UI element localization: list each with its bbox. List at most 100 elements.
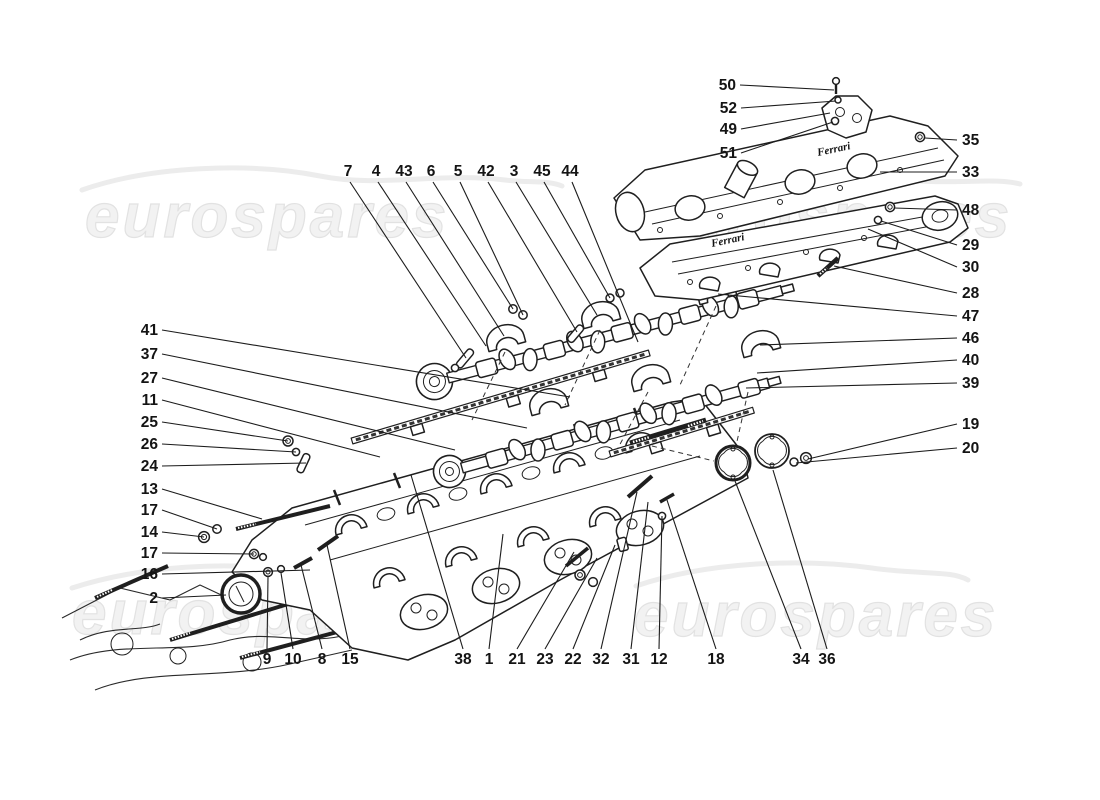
car-swoosh-icon [633, 560, 971, 589]
part-number-label: 48 [962, 202, 980, 219]
leader-line [459, 181, 524, 316]
leader-line [326, 544, 351, 650]
leader-line [740, 112, 831, 130]
part-number-label: 38 [454, 651, 472, 668]
callout-45: 45 [533, 163, 611, 299]
part-number-label: 47 [962, 308, 979, 325]
callout-51: 51 [720, 121, 834, 162]
part-number-label: 34 [792, 651, 810, 668]
oil-spray-pipe-lower [608, 406, 755, 458]
leader-line [572, 544, 616, 650]
leader-line [161, 594, 227, 599]
part-number-label: 12 [650, 651, 667, 668]
leader-line [515, 181, 598, 316]
callout-10: 10 [280, 572, 302, 668]
callout-35: 35 [924, 132, 980, 149]
bearing-saddles-exhaust [372, 506, 622, 589]
callout-30: 30 [867, 228, 979, 276]
oil-filler-boss [723, 159, 759, 199]
callout-24: 24 [141, 458, 307, 475]
callout-13: 13 [141, 481, 263, 520]
callout-34: 34 [734, 480, 810, 668]
part-number-label: 13 [141, 481, 159, 498]
leader-line [161, 552, 255, 555]
part-number-label: 28 [962, 285, 980, 302]
leader-line [516, 551, 575, 650]
callout-27: 27 [141, 370, 456, 451]
callout-1: 1 [485, 533, 504, 668]
callout-50: 50 [719, 77, 835, 94]
part-number-label: 18 [707, 651, 725, 668]
part-number-label: 6 [427, 163, 436, 180]
callout-3: 3 [510, 163, 598, 316]
leader-line [161, 488, 263, 520]
car-swoosh-icon [79, 165, 565, 193]
callout-43: 43 [395, 163, 505, 337]
part-number-label: 19 [962, 416, 980, 433]
part-number-label: 10 [284, 651, 301, 668]
leader-line [161, 421, 289, 442]
part-number-label: 15 [341, 651, 359, 668]
callout-46: 46 [759, 330, 980, 347]
callout-28: 28 [833, 265, 980, 302]
callout-29: 29 [880, 220, 980, 254]
part-number-label: 3 [510, 163, 519, 180]
leader-line [377, 181, 487, 347]
part-number-label: 8 [318, 651, 327, 668]
leader-line [266, 576, 269, 650]
leader-line [867, 228, 958, 268]
leader-line [161, 353, 528, 429]
leader-line [807, 423, 958, 460]
callout-38: 38 [410, 474, 472, 668]
part-number-label: 49 [720, 121, 738, 138]
callout-9: 9 [263, 576, 272, 668]
part-number-label: 20 [962, 440, 979, 457]
part-number-label: 16 [141, 566, 159, 583]
cover-nut [914, 131, 926, 143]
leader-line [759, 337, 958, 346]
leader-line [833, 265, 958, 294]
cover-bracket [821, 76, 873, 139]
callout-20: 20 [795, 440, 979, 464]
part-number-label: 31 [622, 651, 640, 668]
callout-16: 16 [141, 566, 311, 583]
leader-line [666, 499, 717, 650]
leader-line [161, 509, 218, 530]
leader-line [571, 181, 639, 343]
oil-spray-pipe-upper [350, 349, 651, 445]
leader-line [488, 533, 504, 650]
part-number-label: 30 [962, 259, 979, 276]
part-number-label: 29 [962, 237, 980, 254]
part-number-label: 51 [720, 145, 738, 162]
part-number-label: 32 [592, 651, 609, 668]
callout-23: 23 [536, 557, 598, 668]
part-number-label: 37 [141, 346, 158, 363]
leader-line [544, 557, 598, 650]
part-number-label: 44 [561, 163, 579, 180]
leader-line [543, 181, 611, 299]
leader-line [161, 569, 311, 575]
part-number-label: 17 [141, 545, 158, 562]
part-number-label: 39 [962, 375, 980, 392]
combustion-chambers [399, 509, 665, 631]
watermark-bottom-right: eurospares [633, 560, 996, 651]
callout-31: 31 [622, 501, 649, 668]
callout-15: 15 [326, 544, 359, 668]
callout-17: 17 [141, 502, 218, 530]
part-number-label: 9 [263, 651, 272, 668]
leader-line [772, 469, 828, 650]
callout-5: 5 [454, 163, 524, 316]
part-number-label: 27 [141, 370, 158, 387]
callout-49: 49 [720, 112, 831, 138]
small-hardware [197, 288, 707, 588]
part-number-label: 45 [533, 163, 551, 180]
callout-47: 47 [717, 293, 979, 325]
leader-line [161, 462, 307, 467]
callout-2: 2 [149, 590, 227, 607]
callout-44: 44 [561, 163, 639, 343]
callout-14: 14 [141, 524, 205, 541]
callout-52: 52 [720, 100, 837, 117]
exploded-drawing: Ferrari Ferrari [61, 76, 969, 691]
leader-line [734, 480, 802, 650]
part-number-label: 50 [719, 77, 736, 94]
